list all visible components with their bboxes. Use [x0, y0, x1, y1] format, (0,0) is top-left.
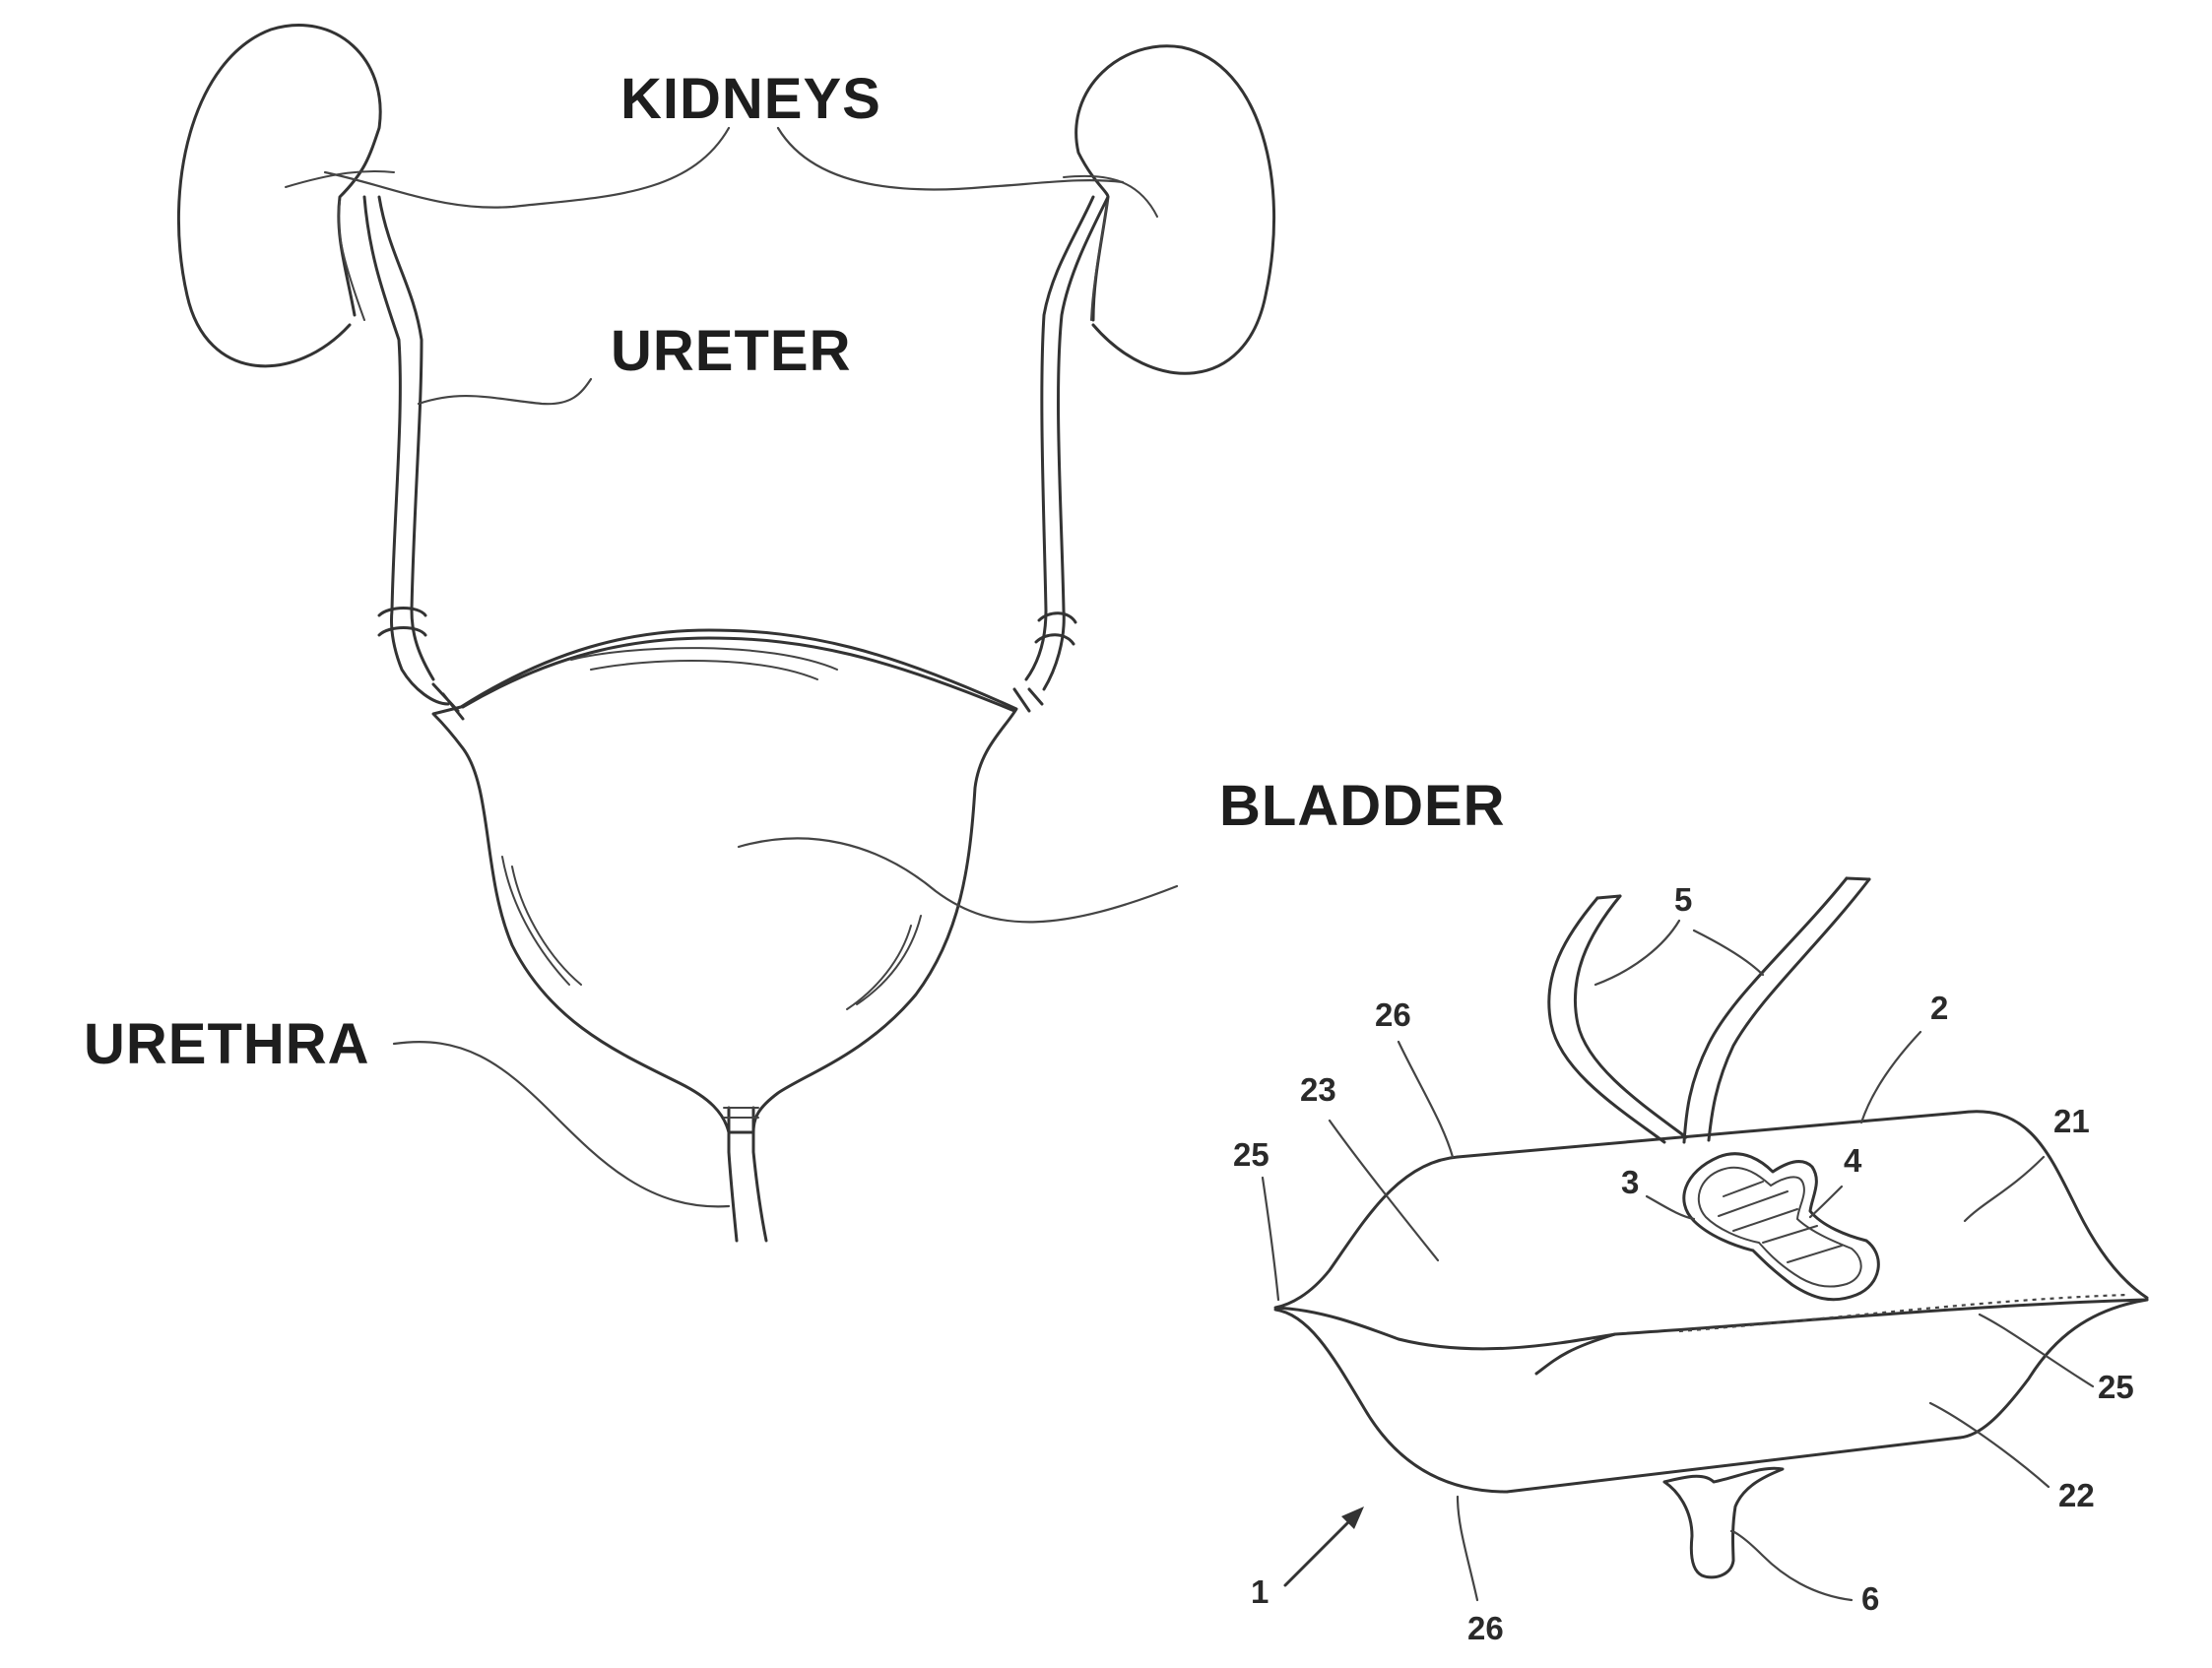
tube-left-tip: [1595, 894, 1622, 900]
right-ureter-inner: [1024, 195, 1095, 681]
ref-6-leader: [1729, 1529, 1854, 1602]
device-window-hatch: [1718, 1181, 1843, 1263]
tube-left: [1547, 894, 1688, 1144]
device-left-lower-bulge: [1534, 1332, 1617, 1376]
ref-25-left: 25: [1233, 1136, 1269, 1173]
ureter-leader: [417, 377, 593, 406]
ref-1-arrowhead: [1341, 1507, 1364, 1529]
device-left-end-upper: [1273, 1155, 1617, 1351]
device-drawing: 26 23 25 2 5 21 3 4 25 22 6 1 26: [1233, 876, 2149, 1646]
ref-25-right-leader: [1978, 1313, 2095, 1388]
bladder-shading-top: [570, 647, 838, 680]
ref-25-right: 25: [2098, 1369, 2134, 1405]
device-left-end-lower: [1273, 1308, 1509, 1494]
ref-6: 6: [1861, 1580, 1879, 1617]
bladder-label: BLADDER: [1219, 774, 1506, 838]
kidneys-leader: [323, 126, 1125, 209]
ureter-label: URETER: [611, 319, 851, 383]
tube-right: [1682, 876, 1871, 1144]
kidneys-label: KIDNEYS: [620, 67, 881, 131]
left-kidney: [176, 24, 382, 368]
left-renal-vessel: [285, 169, 395, 188]
left-ureter-junction: [431, 682, 465, 721]
left-ureter-inner: [377, 195, 435, 681]
ref-22: 22: [2058, 1477, 2095, 1513]
bladder-dome-inner: [461, 636, 1016, 713]
ref-21-leader: [1963, 1155, 2046, 1223]
ref-4-leader: [1808, 1185, 1844, 1219]
ref-3: 3: [1621, 1164, 1639, 1200]
bladder-shading-left: [501, 856, 582, 986]
ref-2: 2: [1930, 990, 1948, 1026]
urethra-ring: [723, 1107, 759, 1119]
ref-2-leader: [1859, 1030, 1922, 1124]
anatomy-drawing: KIDNEYS URETER BLADDER URETHRA: [84, 24, 1506, 1243]
device-upper-panel: [1456, 1111, 1962, 1159]
urethra-leader: [392, 1041, 731, 1208]
tube-right-tip: [1845, 876, 1871, 881]
device-bottom-line: [1505, 1436, 1962, 1494]
right-ureter-junction: [1012, 687, 1044, 713]
left-ureter-outer: [362, 195, 450, 706]
bladder-outline: [431, 628, 1018, 1134]
ref-22-leader: [1928, 1401, 2050, 1489]
ref-26-top-leader: [1397, 1040, 1455, 1159]
device-window-inner: [1697, 1166, 1862, 1288]
ref-3-leader: [1645, 1194, 1696, 1221]
ref-5: 5: [1674, 881, 1692, 918]
ref-21: 21: [2053, 1103, 2090, 1139]
device-right-end-upper: [1958, 1110, 2149, 1300]
device-midline: [1613, 1298, 2149, 1336]
urethra-tube: [727, 1106, 768, 1243]
bladder-shading-right: [846, 915, 922, 1010]
left-ureter-break: [377, 607, 427, 637]
ref-23: 23: [1300, 1071, 1336, 1108]
ref-1-arrow: [1283, 1509, 1361, 1587]
ref-26-top: 26: [1375, 996, 1411, 1033]
urethra-label: URETHRA: [84, 1012, 370, 1076]
ref-26-bottom: 26: [1467, 1610, 1504, 1646]
right-renal-pelvis: [1090, 196, 1109, 321]
device-spout: [1662, 1466, 1785, 1579]
right-renal-vessel: [1063, 174, 1158, 218]
ref-23-leader: [1328, 1119, 1440, 1262]
device-right-end-lower: [1958, 1298, 2149, 1440]
ref-4: 4: [1844, 1142, 1862, 1179]
left-renal-pelvis: [337, 201, 365, 321]
device-window-outer: [1682, 1152, 1880, 1302]
right-ureter-outer: [1042, 195, 1110, 691]
bladder-leader: [737, 837, 1179, 924]
ref-1: 1: [1251, 1573, 1269, 1610]
right-ureter-break: [1034, 611, 1077, 646]
ref-26-bottom-leader: [1456, 1495, 1479, 1602]
ref-5-leader: [1594, 919, 1765, 987]
ref-25-left-leader: [1261, 1176, 1280, 1302]
device-seam: [1678, 1293, 2128, 1333]
